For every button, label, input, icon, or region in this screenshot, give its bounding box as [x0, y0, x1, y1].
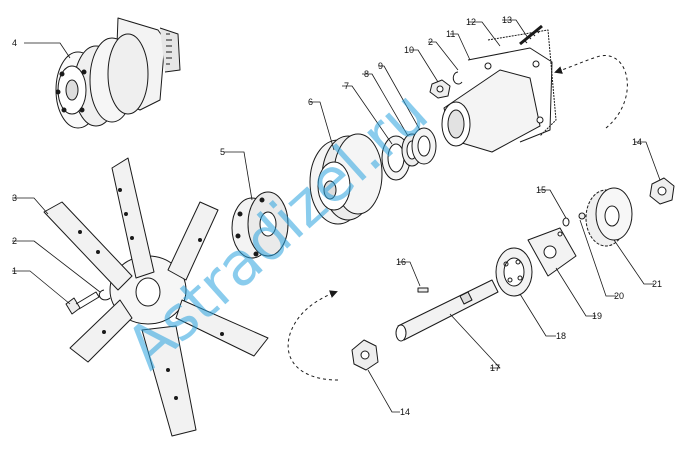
label-part-7: 7	[344, 81, 349, 91]
part-1-bolt	[65, 291, 100, 315]
label-part-2-top: 2	[428, 37, 433, 47]
label-part-13: 13	[502, 15, 512, 25]
part-14-nut-bottom	[351, 339, 379, 371]
part-10-nut	[429, 79, 451, 99]
label-part-18: 18	[556, 331, 566, 341]
label-part-1: 1	[12, 266, 17, 276]
label-part-15: 15	[536, 185, 546, 195]
part-6-pulley	[309, 133, 383, 225]
label-part-12: 12	[466, 17, 476, 27]
part-17-shaft	[395, 279, 499, 342]
part-14-nut-right	[649, 177, 675, 205]
label-part-6: 6	[308, 97, 313, 107]
assembly-arrow-right	[554, 55, 628, 129]
label-part-20: 20	[614, 291, 624, 301]
part-2-washer-top	[452, 71, 463, 85]
part-number-labels: 4 3 2 1 5 6 7 8 9 10 2 11 12 13 14 15 16…	[12, 15, 662, 417]
label-part-8: 8	[364, 69, 369, 79]
part-12-gasket	[487, 29, 557, 137]
part-5-hub	[231, 191, 289, 259]
part-20-pin	[578, 212, 586, 220]
label-part-19: 19	[592, 311, 602, 321]
label-part-5: 5	[220, 147, 225, 157]
label-part-17: 17	[490, 363, 500, 373]
label-part-10: 10	[404, 45, 414, 55]
watermark-text: Astradizel.ru	[113, 78, 441, 384]
part-15-ring	[562, 217, 570, 227]
part-11-housing	[441, 47, 553, 153]
part-2-washer-left	[98, 289, 111, 301]
part-4-pulley-gear-assembly	[55, 17, 181, 129]
label-part-16: 16	[396, 257, 406, 267]
label-part-2: 2	[12, 236, 17, 246]
parts-7-8-9-bearings	[381, 127, 437, 181]
part-13-stud	[519, 24, 543, 46]
leader-lines	[12, 19, 661, 413]
label-part-9: 9	[378, 61, 383, 71]
label-part-3: 3	[12, 193, 17, 203]
label-part-14-bottom: 14	[400, 407, 410, 417]
part-21-gear	[585, 187, 633, 247]
label-part-4: 4	[12, 38, 17, 48]
assembly-arrow-left	[287, 290, 339, 381]
label-part-11: 11	[446, 29, 455, 39]
part-18-bearing	[495, 247, 533, 297]
label-part-21: 21	[652, 279, 662, 289]
part-16-key	[417, 287, 429, 293]
part-3-fan	[43, 157, 269, 437]
part-19-flange	[527, 227, 577, 277]
label-part-14-right: 14	[632, 137, 642, 147]
